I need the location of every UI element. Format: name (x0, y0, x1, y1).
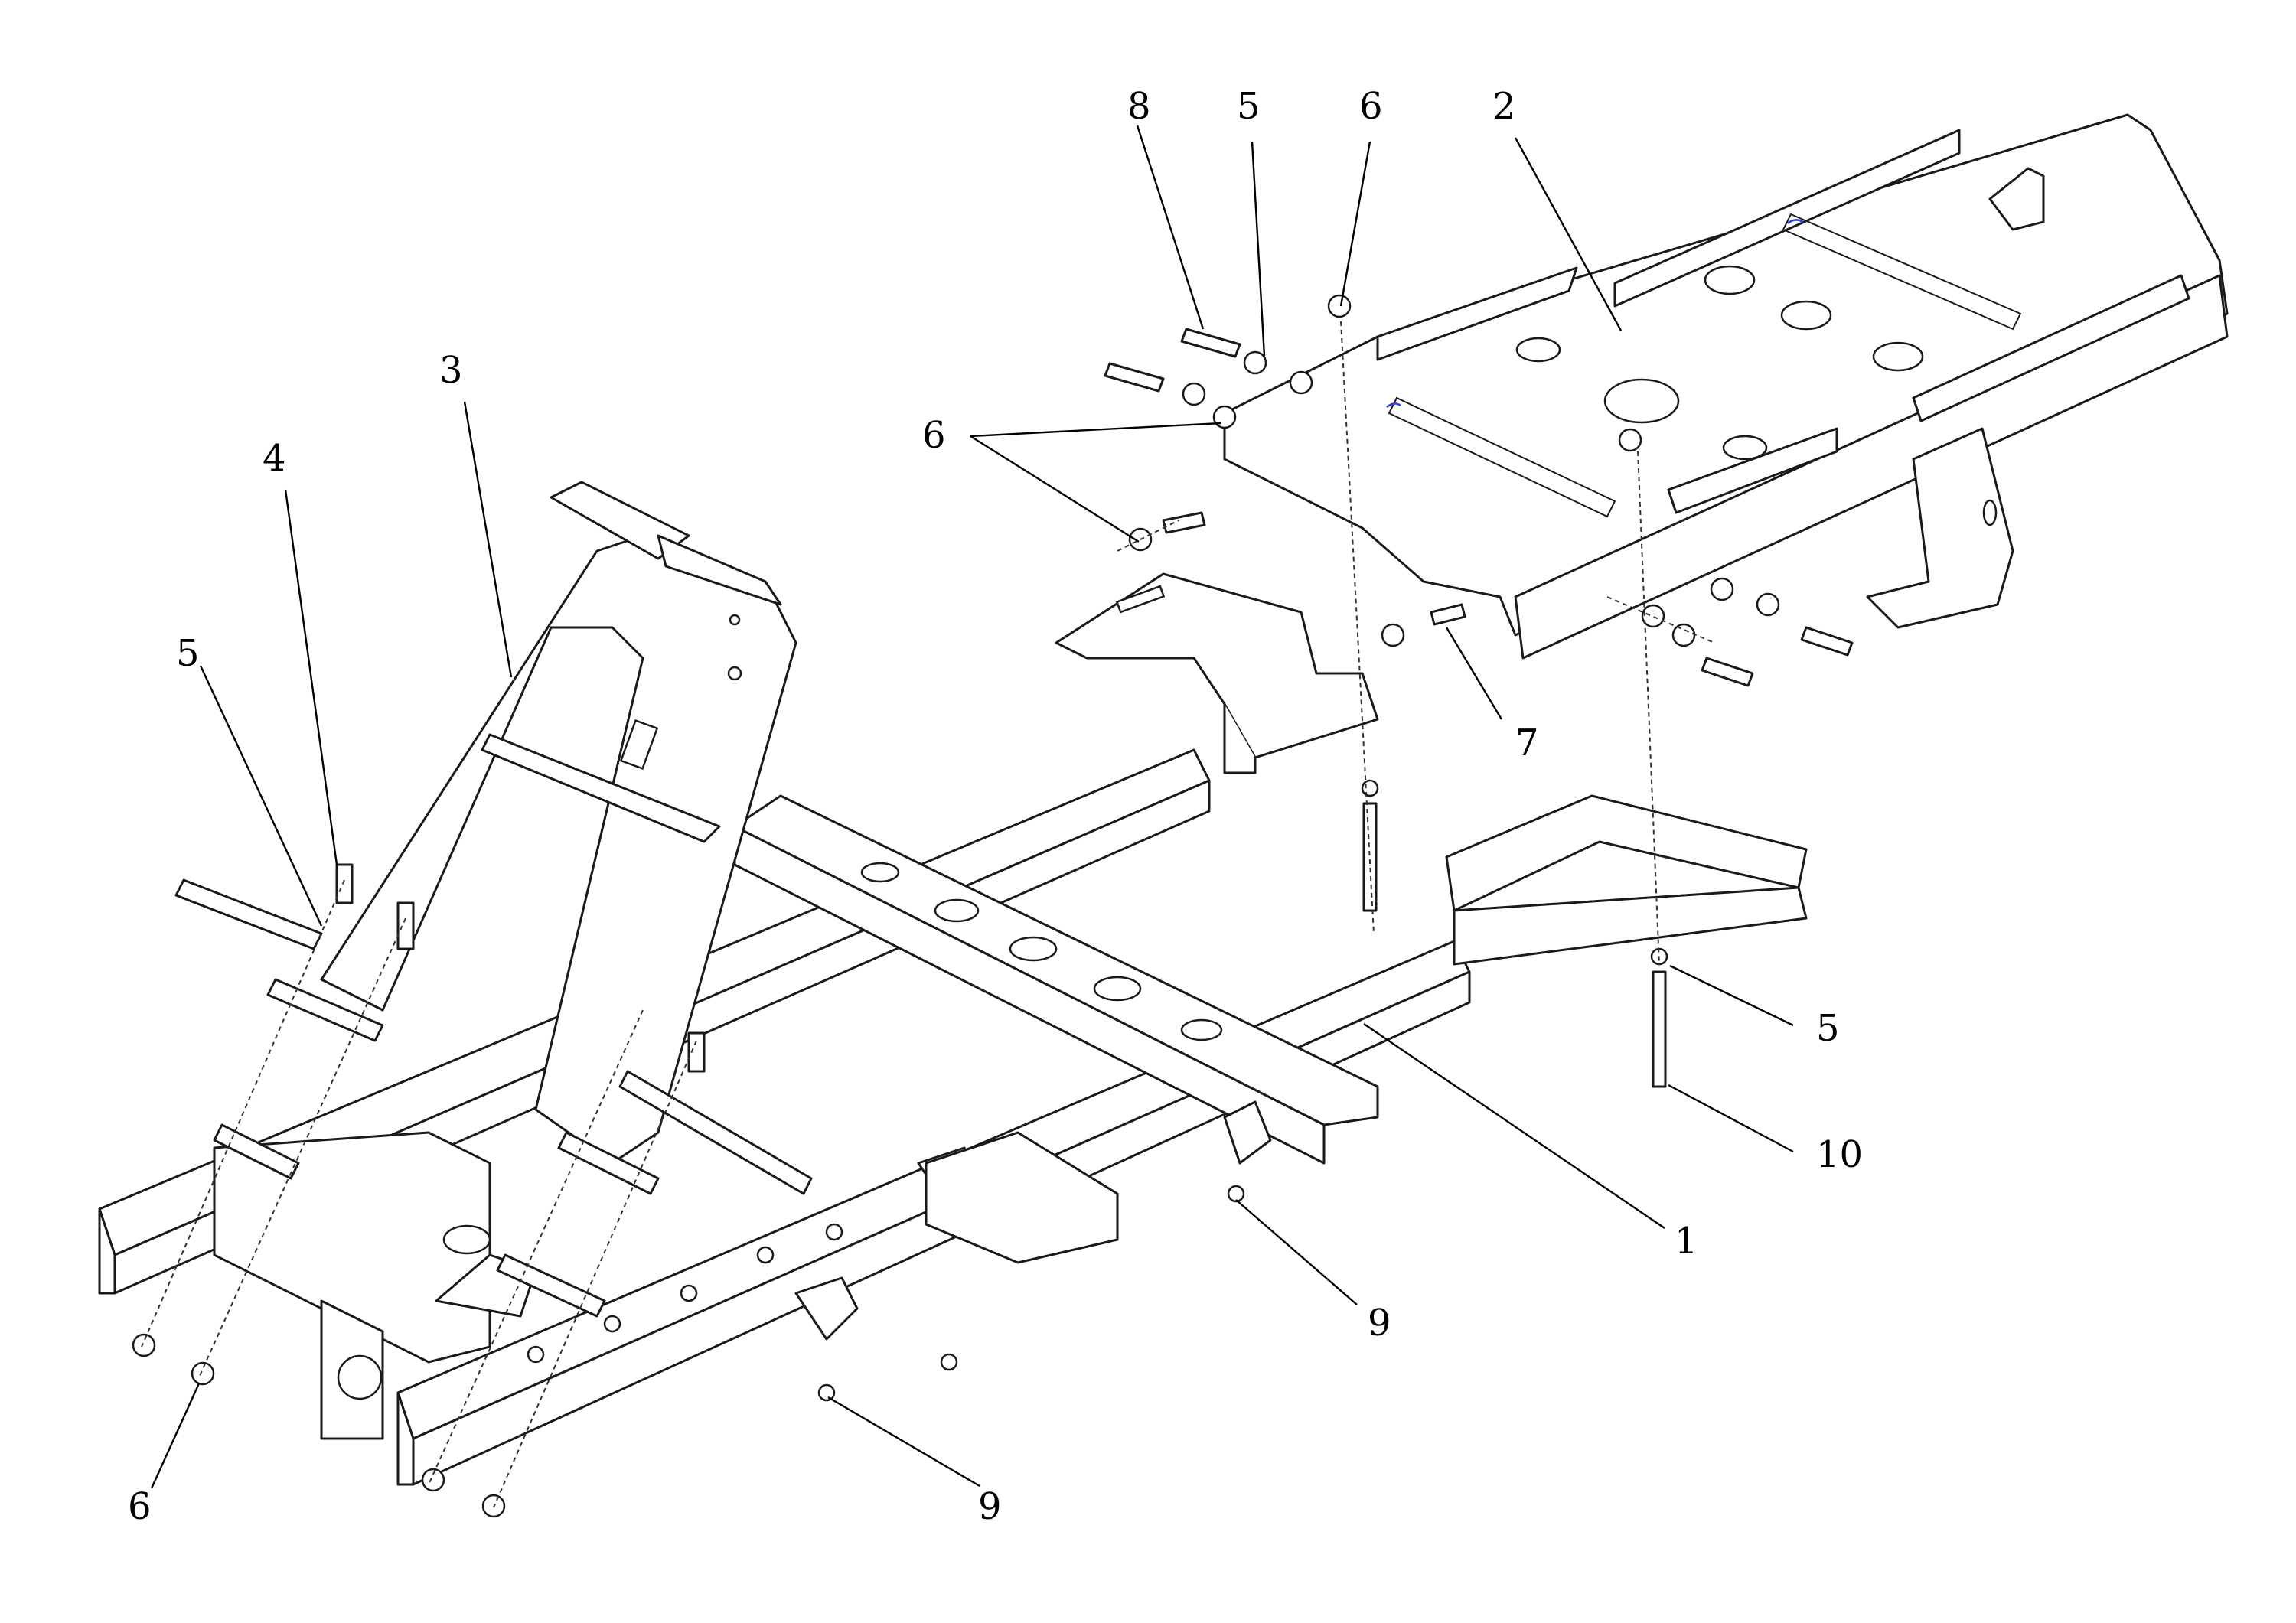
callout-5: 5 (1237, 85, 1261, 128)
assembly-lines (141, 321, 1715, 1508)
callout-10: 10 (1816, 1133, 1863, 1176)
main-frame (98, 748, 1808, 1486)
callout-1: 1 (1675, 1220, 1698, 1263)
leader-lines (150, 125, 1794, 1489)
callout-5: 5 (1816, 1007, 1840, 1050)
callout-6: 6 (128, 1485, 152, 1528)
front-pedestal (174, 481, 813, 1318)
callout-6: 6 (1359, 85, 1383, 128)
callout-5: 5 (176, 632, 200, 675)
callout-8: 8 (1127, 85, 1151, 128)
callout-labels: 8 5 6 2 3 6 4 5 7 5 10 1 9 6 9 (128, 85, 1863, 1528)
callout-7: 7 (1515, 722, 1539, 764)
seat-bracket (1055, 572, 1379, 774)
callout-9: 9 (1368, 1302, 1391, 1344)
seat-plate (1223, 113, 2229, 660)
callout-3: 3 (439, 349, 463, 392)
callout-9: 9 (978, 1485, 1002, 1528)
callout-4: 4 (263, 437, 286, 480)
callout-2: 2 (1492, 85, 1516, 128)
callout-6: 6 (922, 414, 946, 457)
